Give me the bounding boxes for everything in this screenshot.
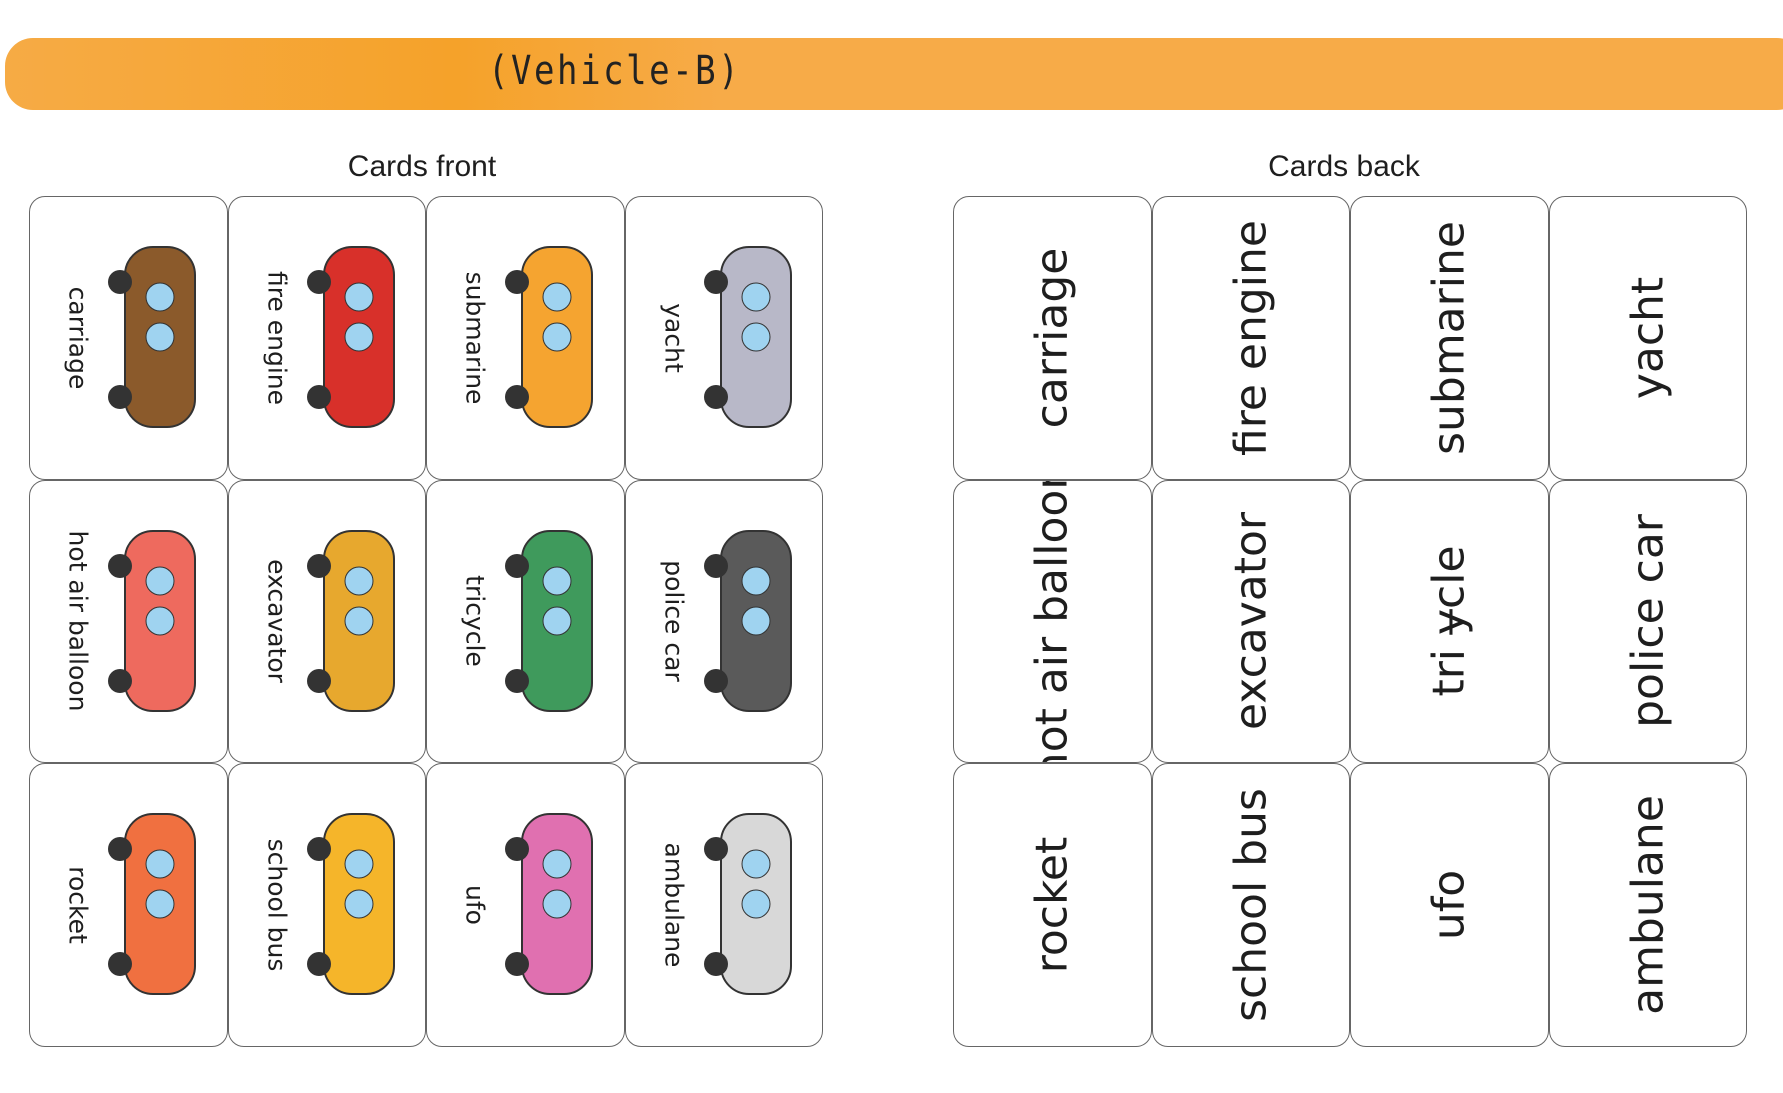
excavator-icon (306, 529, 395, 712)
front-card: tricycle (426, 479, 625, 763)
back-card-label: fire engine (1225, 219, 1277, 456)
back-card-label: submarine (1423, 220, 1475, 455)
front-card-label: fire engine (262, 270, 291, 405)
back-card: school bus (1151, 763, 1350, 1047)
ambulance-icon (703, 813, 792, 995)
fire-engine-icon (306, 246, 395, 428)
back-card: excavator (1151, 479, 1350, 763)
front-card: ufo (426, 763, 625, 1047)
front-card: excavator (227, 479, 426, 763)
back-card-label: carriage (1026, 247, 1078, 429)
front-card-label: submarine (460, 271, 490, 405)
front-card: carriage (29, 196, 228, 480)
back-card: hot air balloon (953, 479, 1152, 763)
cards-front-grid: carriage fire engine submarine yacht hot… (29, 196, 823, 1047)
front-card-label: carriage (63, 286, 93, 390)
banner-title: (Vehicle-B) (488, 48, 742, 94)
front-card-label: rocket (63, 865, 93, 944)
back-card: yacht (1548, 196, 1747, 480)
front-card: fire engine (227, 196, 426, 480)
back-card-label: police car (1622, 514, 1674, 729)
front-card: ambulane (624, 763, 823, 1047)
back-card: ufo (1350, 763, 1549, 1047)
front-card-label: school bus (262, 838, 291, 972)
front-card-label: ambulane (659, 842, 688, 968)
back-card-label: yacht (1622, 276, 1674, 399)
front-card-label: excavator (262, 559, 291, 684)
submarine-icon (505, 246, 593, 428)
back-card-label: tri ɏcle (1423, 545, 1475, 697)
back-card-label: rocket (1026, 836, 1078, 973)
back-card-label: ambulane (1622, 794, 1674, 1015)
back-card-label: ufo (1423, 869, 1475, 940)
front-card: submarine (426, 196, 625, 480)
front-card-label: hot air balloon (63, 530, 93, 712)
tricycle-icon (505, 529, 593, 712)
cards-back-grid: carriage fire engine submarine yacht hot air… (953, 196, 1747, 1047)
back-card-label: hot air balloon (1026, 479, 1078, 763)
back-card: police car (1548, 479, 1747, 763)
cards-front-title: Cards front (347, 150, 497, 183)
hot-air-balloon-icon (108, 529, 196, 712)
front-card: yacht (624, 196, 823, 480)
yacht-icon (703, 246, 792, 428)
police-car-icon (703, 529, 792, 712)
front-card: school bus (227, 763, 426, 1047)
back-card-label: school bus (1225, 787, 1277, 1022)
back-card: submarine (1350, 196, 1549, 480)
back-card-label: excavator (1225, 512, 1277, 731)
front-card: rocket (29, 763, 228, 1047)
back-card: carriage (953, 196, 1152, 480)
back-card: ambulane (1548, 763, 1747, 1047)
carriage-icon (108, 246, 196, 428)
front-card-label: police car (659, 560, 688, 682)
cards-back-title: Cards back (1268, 150, 1420, 183)
back-card: tri ɏcle (1350, 479, 1549, 763)
back-card: rocket (953, 763, 1152, 1047)
front-card: police car (624, 479, 823, 763)
ufo-icon (505, 813, 593, 995)
front-card-label: tricycle (460, 575, 490, 668)
front-card: hot air balloon (29, 479, 228, 763)
rocket-icon (108, 813, 196, 995)
front-card-label: ufo (460, 884, 490, 925)
front-card-label: yacht (659, 302, 688, 373)
back-card: fire engine (1151, 196, 1350, 480)
school-bus-icon (306, 813, 395, 995)
title-banner (5, 38, 1783, 110)
